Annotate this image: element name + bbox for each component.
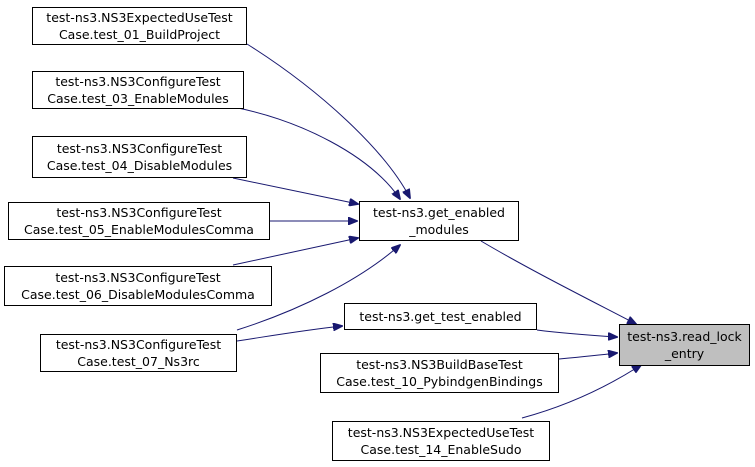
node-label-line1: test-ns3.NS3ConfigureTest: [55, 270, 221, 285]
node-label-line1: test-ns3.get_test_enabled: [359, 309, 522, 324]
node-test-01-build-project[interactable]: test-ns3.NS3ExpectedUseTest Case.test_01…: [32, 7, 247, 45]
edge-test04-to-get-enabled-modules: [232, 177, 358, 204]
node-test-03-enable-modules[interactable]: test-ns3.NS3ConfigureTest Case.test_03_E…: [32, 71, 244, 109]
node-test-10-pybindgen-bindings[interactable]: test-ns3.NS3BuildBaseTest Case.test_10_P…: [320, 353, 559, 393]
node-label-line2: Case.test_05_EnableModulesComma: [24, 222, 254, 237]
edge-test07-to-get-enabled-modules: [236, 245, 400, 331]
node-label-line2: Case.test_07_Ns3rc: [77, 354, 200, 369]
node-label-line2: Case.test_04_DisableModules: [46, 158, 233, 173]
node-label-line2: _entry: [664, 346, 705, 361]
node-label-line1: test-ns3.NS3ConfigureTest: [55, 74, 221, 89]
node-read-lock-entry: test-ns3.read_lock _entry: [619, 324, 750, 366]
node-test-05-enable-modules-comma[interactable]: test-ns3.NS3ConfigureTest Case.test_05_E…: [8, 202, 270, 240]
node-test-04-disable-modules[interactable]: test-ns3.NS3ConfigureTest Case.test_04_D…: [32, 136, 247, 178]
node-label-line2: Case.test_10_PybindgenBindings: [336, 374, 543, 389]
edge-test10-to-read-lock-entry: [558, 353, 617, 360]
node-label-line2: _modules: [409, 222, 469, 237]
node-label-line1: test-ns3.NS3ExpectedUseTest: [347, 425, 535, 440]
edge-get-enabled-modules-to-read-lock-entry: [480, 240, 636, 324]
node-label-line1: test-ns3.NS3ConfigureTest: [56, 205, 222, 220]
edge-test03-to-get-enabled-modules: [232, 106, 400, 199]
node-label-line2: Case.test_01_BuildProject: [58, 27, 221, 42]
edge-test06-to-get-enabled-modules: [232, 238, 358, 266]
edge-test14-to-read-lock-entry: [521, 365, 641, 419]
node-label-line1: test-ns3.NS3ConfigureTest: [55, 337, 222, 352]
node-label-line1: test-ns3.read_lock: [627, 329, 742, 344]
node-label-line1: test-ns3.get_enabled: [373, 205, 505, 220]
node-label-line2: Case.test_06_DisableModulesComma: [21, 287, 255, 302]
node-test-06-disable-modules-comma[interactable]: test-ns3.NS3ConfigureTest Case.test_06_D…: [4, 266, 272, 306]
edge-test01-to-get-enabled-modules: [246, 43, 410, 198]
node-label-line1: test-ns3.NS3BuildBaseTest: [356, 357, 523, 372]
node-label-line2: Case.test_03_EnableModules: [47, 91, 229, 106]
node-label-line1: test-ns3.NS3ConfigureTest: [56, 141, 223, 156]
node-label-line1: test-ns3.NS3ExpectedUseTest: [46, 10, 233, 25]
node-test-14-enable-sudo[interactable]: test-ns3.NS3ExpectedUseTest Case.test_14…: [332, 421, 550, 461]
node-get-enabled-modules[interactable]: test-ns3.get_enabled _modules: [359, 201, 519, 241]
node-get-test-enabled[interactable]: test-ns3.get_test_enabled: [344, 303, 537, 330]
node-label-line2: Case.test_14_EnableSudo: [360, 442, 522, 457]
edge-get-test-enabled-to-read-lock-entry: [536, 329, 617, 337]
node-test-07-ns3rc[interactable]: test-ns3.NS3ConfigureTest Case.test_07_N…: [40, 334, 237, 372]
edge-test07-to-get-test-enabled: [236, 326, 342, 342]
